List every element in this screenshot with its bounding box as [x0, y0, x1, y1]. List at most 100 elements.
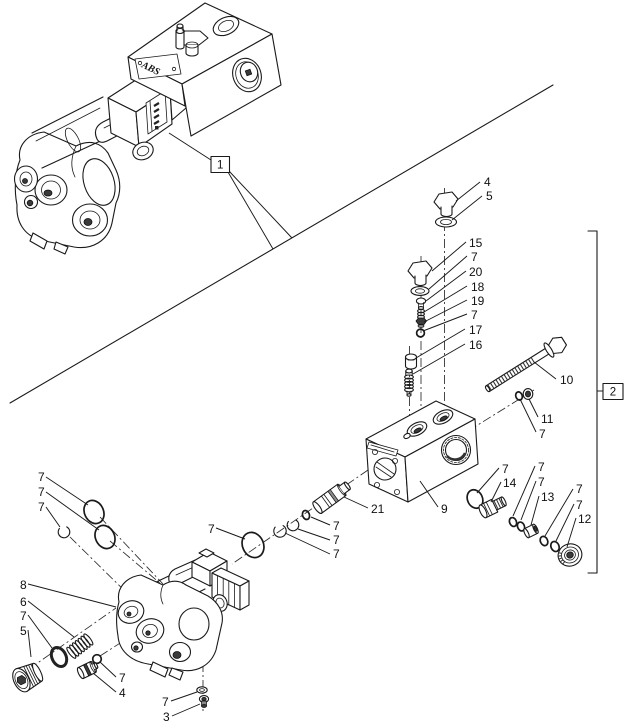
callout-14: 14	[490, 476, 517, 503]
callout-7: 7	[38, 485, 100, 531]
part-4-plug	[76, 660, 99, 680]
callout-4: 4	[455, 175, 491, 202]
part-7-oring	[508, 516, 518, 528]
view-ref-1-label: 1	[217, 160, 223, 172]
callout-label: 7	[333, 519, 340, 533]
callout-label: 5	[20, 624, 27, 638]
callout-9: 9	[419, 480, 448, 516]
callout-label: 7	[38, 500, 45, 514]
callouts: 4 5 15 7 20 18 19 7 17 16 10 11 7 9 21 7…	[20, 175, 592, 724]
callout-7: 7	[512, 460, 545, 517]
part-7-oring	[516, 521, 526, 532]
callout-16: 16	[412, 338, 483, 375]
part-7-oring	[83, 499, 105, 525]
callout-15: 15	[431, 236, 483, 272]
callout-label: 21	[371, 502, 385, 516]
callout-label: 4	[484, 175, 491, 189]
view-ref-1: 1	[168, 132, 293, 250]
part-7-oring	[514, 391, 524, 401]
part-5-washer	[434, 216, 458, 228]
callout-label: 13	[541, 490, 555, 504]
callout-7: 7	[208, 522, 246, 540]
callout-label: 7	[119, 671, 126, 685]
part-14-plug	[478, 496, 507, 519]
part-20-poppet	[415, 297, 427, 310]
part-13-bushing	[523, 523, 539, 539]
callout-label: 7	[208, 522, 215, 536]
callout-label: 7	[20, 609, 27, 623]
callout-label: 3	[163, 710, 170, 724]
view-ref-2-box	[602, 382, 624, 401]
part-3-screw	[198, 695, 210, 708]
part-10-bolt	[484, 336, 567, 393]
part-7-oring	[91, 653, 103, 665]
callout-label: 7	[162, 695, 169, 709]
callout-7: 7	[519, 398, 546, 441]
view-ref-2: 2	[587, 230, 624, 574]
callout-17: 17	[415, 323, 483, 359]
callout-5: 5	[451, 189, 493, 221]
callout-label: 7	[538, 460, 545, 474]
callout-label: 7	[38, 470, 45, 484]
part-4-hex-plug	[433, 191, 459, 218]
connector-pins-icon	[153, 102, 160, 130]
callout-7: 7	[476, 462, 509, 494]
callout-7: 7	[428, 250, 478, 290]
callout-18: 18	[423, 280, 485, 313]
assembled-valve-view: ABS	[13, 2, 282, 255]
callout-label: 12	[578, 512, 592, 526]
callout-label: 17	[469, 323, 483, 337]
callout-7: 7	[520, 475, 545, 521]
part-8-valve-body	[116, 548, 250, 681]
part-7-snap-ring	[57, 525, 71, 539]
callout-label: 15	[469, 236, 483, 250]
part-7-seal-washer	[49, 646, 69, 668]
view-ref-2-label: 2	[610, 387, 616, 399]
callout-label: 10	[560, 373, 574, 387]
view-divider-line	[9, 84, 554, 404]
part-7-snap-ring	[286, 518, 300, 532]
callout-21: 21	[343, 496, 385, 516]
callout-7: 7	[544, 482, 583, 537]
part-17-cap	[404, 353, 418, 370]
part-21-cartridge	[312, 481, 351, 514]
callout-4: 4	[92, 672, 126, 700]
callout-label: 11	[541, 412, 554, 426]
callout-20: 20	[425, 265, 483, 302]
part-7-oring	[415, 328, 426, 338]
part-6-spring	[66, 633, 94, 659]
callout-7: 7	[20, 609, 53, 649]
exploded-view	[12, 191, 583, 708]
part-11-washer	[522, 388, 534, 400]
callout-label: 14	[503, 476, 517, 490]
callout-label: 6	[20, 595, 27, 609]
callout-label: 8	[20, 578, 27, 592]
part-7-washer	[410, 286, 430, 296]
part-9-valve-block	[365, 400, 479, 503]
part-7-washer	[196, 686, 208, 694]
part-16-relief-valve	[404, 368, 414, 397]
callout-label: 7	[502, 462, 509, 476]
callout-8: 8	[20, 578, 117, 608]
part-7-oring	[301, 509, 311, 521]
callout-13: 13	[530, 490, 555, 526]
callout-19: 19	[423, 294, 485, 323]
part-7-snap-ring	[273, 524, 287, 538]
callout-5: 5	[20, 624, 32, 658]
callout-3: 3	[163, 703, 201, 724]
part-7-oring	[539, 535, 549, 547]
callout-7: 7	[555, 498, 583, 542]
callout-label: 7	[471, 308, 478, 322]
abs-label-plate: ABS	[134, 53, 182, 80]
callout-label: 20	[469, 265, 483, 279]
part-15-hex-plug	[407, 260, 433, 287]
callout-12: 12	[566, 512, 592, 548]
part-19-nut	[415, 317, 428, 328]
callout-label: 7	[38, 485, 45, 499]
part-7-oring	[94, 524, 116, 550]
callout-6: 6	[20, 595, 75, 638]
view-ref-1-box	[210, 155, 231, 174]
callout-label: 7	[538, 475, 545, 489]
callout-label: 18	[471, 280, 485, 294]
